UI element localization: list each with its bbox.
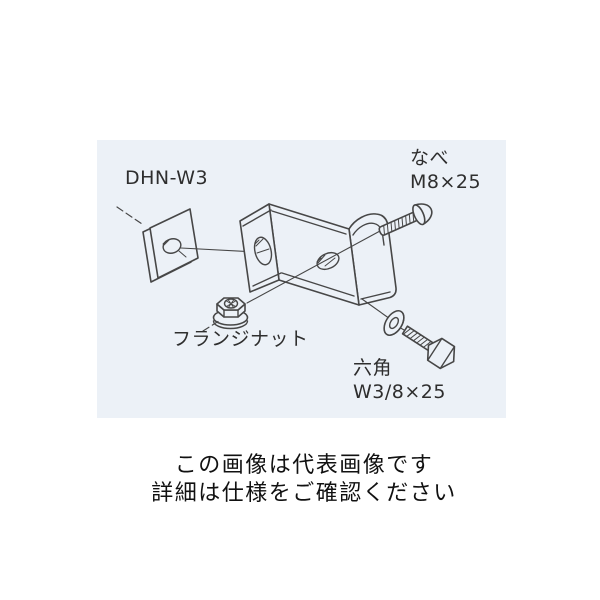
caption-line-1: この画像は代表画像です	[174, 453, 434, 478]
bracket-drawing	[239, 203, 397, 306]
pan-screw-type-text: なべ	[410, 147, 450, 169]
flange-nut-text: フランジナット	[172, 328, 309, 350]
exploded-assembly-diagram	[116, 203, 456, 370]
axis-line-pan-screw	[246, 230, 381, 304]
nut-plate-drawing	[142, 208, 199, 283]
representative-image-caption: この画像は代表画像です 詳細は仕様をご確認ください	[4, 452, 600, 508]
hex-bolt-size-text: W3/8×25	[353, 381, 446, 403]
washer-drawing	[383, 309, 405, 337]
hex-bolt-type-text: 六角	[353, 357, 393, 379]
flange-nut-drawing	[212, 297, 249, 330]
pan-screw-size-text: M8×25	[410, 171, 482, 193]
hex-bolt-drawing	[401, 325, 456, 370]
leader-line-flange-nut	[202, 320, 219, 332]
pan-head-screw-drawing	[378, 203, 433, 236]
leader-line-nut-plate	[116, 206, 143, 225]
part-number-text: DHN-W3	[125, 167, 209, 189]
caption-line-2: 詳細は仕様をご確認ください	[151, 481, 457, 506]
product-diagram-panel	[97, 140, 506, 418]
part-number-label: DHN-W3	[125, 166, 208, 190]
pan-screw-label: なべ M8×25	[410, 146, 481, 194]
flange-nut-label: フランジナット	[172, 327, 309, 351]
axis-line-hex-bolt	[361, 298, 389, 319]
hex-bolt-label: 六角 W3/8×25	[353, 356, 446, 404]
